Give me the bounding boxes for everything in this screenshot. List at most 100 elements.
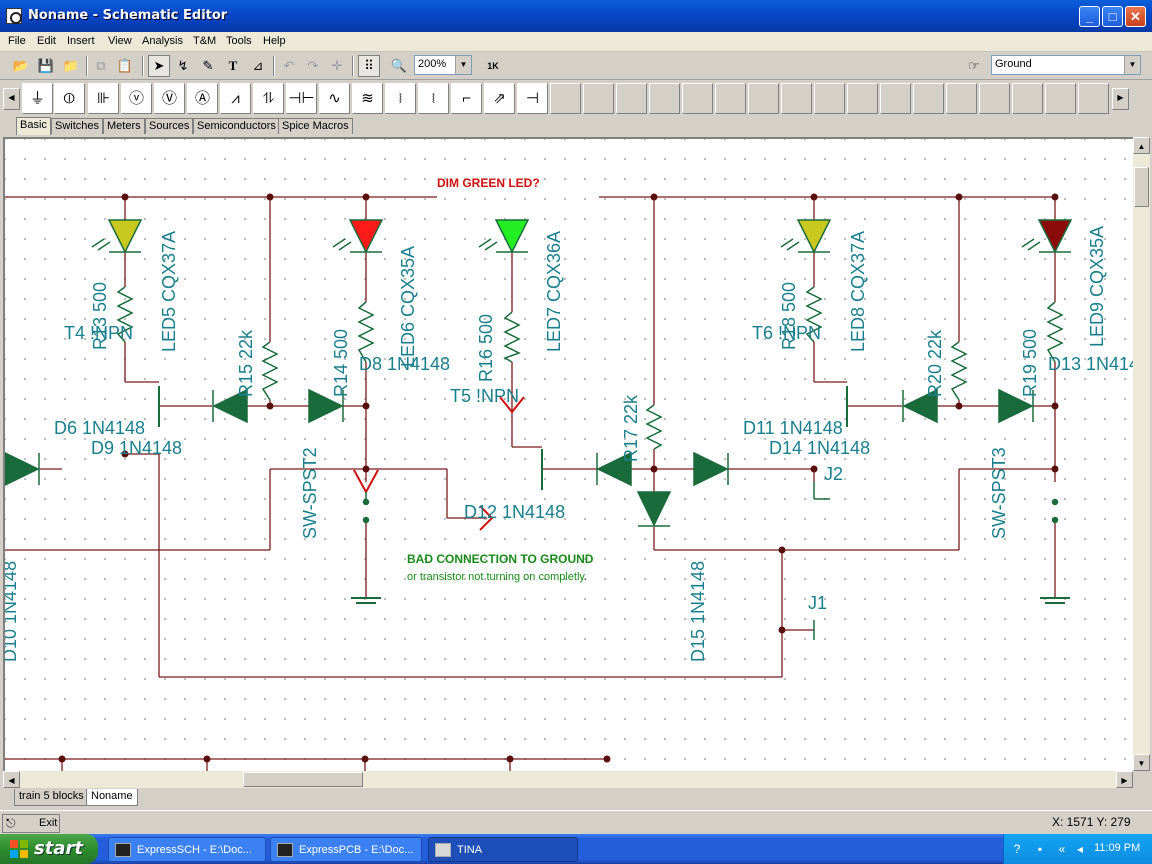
paste-icon[interactable]: 📋 [116,58,134,73]
exit-button[interactable]: ⎋ Exit [2,814,60,833]
label-r19: R19 500 [1020,329,1040,397]
menu-file[interactable]: File [8,35,26,47]
note-not-turning-on: or transistor not turning on completly. [407,571,587,583]
select-arrow-icon[interactable]: ➤ [148,55,170,77]
chevron-down-icon[interactable]: ▼ [1124,56,1140,74]
vertical-scrollbar[interactable]: ▲ ▼ [1133,137,1150,771]
variable-resistor-icon[interactable]: ⇗ [484,83,515,114]
menu-analysis[interactable]: Analysis [142,35,183,47]
tab-sources[interactable]: Sources [145,118,194,134]
expresspcb-icon [277,843,293,857]
menu-tools[interactable]: Tools [226,35,252,47]
system-tray: ? ▪ « ◂ 11:09 PM [1003,834,1152,864]
label-led7: LED7 CQX36A [544,231,564,352]
expand-tray-icon[interactable]: « [1058,842,1066,856]
tab-switches[interactable]: Switches [51,118,104,134]
tab-basic[interactable]: Basic [16,117,51,135]
switch-icon[interactable]: ⌐ [451,83,482,114]
tab-semiconductors[interactable]: Semiconductors [193,118,280,134]
pencil-icon[interactable]: ✎ [202,58,214,73]
note-dim-green: DIM GREEN LED? [437,176,540,190]
redo-icon[interactable]: ↷ [307,58,319,73]
close-button[interactable]: ✕ [1125,6,1146,27]
undo-icon[interactable]: ↶ [283,58,295,73]
copy-icon[interactable]: ⧉ [96,58,106,73]
empty-slot [1078,83,1109,114]
maximize-button[interactable]: □ [1102,6,1123,27]
open-folder-icon[interactable]: 📂 [12,58,30,73]
scroll-down-icon[interactable]: ▼ [1133,754,1150,771]
task-label: ExpressPCB - E:\Doc... [299,844,414,856]
note-bad-connection: BAD CONNECTION TO GROUND [407,552,594,566]
node-pointer-icon[interactable]: ☞ [968,58,980,73]
empty-slot [616,83,647,114]
label-r13: R13 500 [90,282,110,350]
open-file-icon[interactable]: 📁 [62,58,80,73]
zoom-icon[interactable]: 🔍 [390,58,408,73]
horizontal-scroll-thumb[interactable] [243,772,363,787]
component-zoom-icon[interactable]: 1K [487,61,499,71]
transformer2-icon[interactable]: ⧙ [418,83,449,114]
voltmeter-icon[interactable]: ⓥ [121,83,152,114]
label-sw2: SW-SPST2 [300,447,320,539]
vertical-scroll-thumb[interactable] [1134,167,1149,207]
expresssch-icon [115,843,131,857]
inductor-icon[interactable]: ∿ [319,83,350,114]
potentiometer-icon[interactable]: ⥮ [253,83,284,114]
menu-help[interactable]: Help [263,35,286,47]
task-expresspcb[interactable]: ExpressPCB - E:\Doc... [270,837,422,862]
menu-view[interactable]: View [108,35,132,47]
chevron-down-icon[interactable]: ▼ [455,56,471,74]
empty-slot [1045,83,1076,114]
scroll-left-icon[interactable]: ◀ [3,88,20,110]
ammeter-icon[interactable]: Ⓐ [187,83,218,114]
jumper-symbols [813,482,830,640]
tab-spice-macros[interactable]: Spice Macros [278,118,353,134]
voltmeter2-icon[interactable]: Ⓥ [154,83,185,114]
wire-icon[interactable]: ↯ [177,58,189,73]
schematic-canvas[interactable]: DIM GREEN LED? BAD CONNECTION TO GROUND … [3,137,1133,771]
battery-icon[interactable]: ⊪ [88,83,119,114]
capacitor-icon[interactable]: ⊣⊢ [286,83,317,114]
task-tina[interactable]: TINA [428,837,578,862]
label-d13: D13 1N4148 [1048,354,1133,374]
scroll-up-icon[interactable]: ▲ [1133,137,1150,154]
menu-insert[interactable]: Insert [67,35,95,47]
scroll-left-icon[interactable]: ◀ [3,771,20,788]
voltage-source-icon[interactable]: ⦶ [54,83,85,114]
ground-icon[interactable]: ⏚ [22,83,53,114]
grid-icon[interactable]: ⠿ [358,55,380,77]
led8-symbol [796,219,832,254]
menu-edit[interactable]: Edit [37,35,56,47]
tab-meters[interactable]: Meters [103,118,145,134]
task-expresssch[interactable]: ExpressSCH - E:\Doc... [108,837,266,862]
network-tray-icon[interactable]: ▪ [1037,842,1043,856]
coupled-inductor-icon[interactable]: ⧘ [385,83,416,114]
terminal-icon[interactable]: ⊣ [517,83,548,114]
pin-icon[interactable]: ⊿ [252,58,264,73]
help-tray-icon[interactable]: ? [1013,842,1021,856]
tab-train-5-blocks[interactable]: train 5 blocks [14,789,89,806]
text-icon[interactable]: T [228,58,238,73]
node-select[interactable]: Ground ▼ [991,55,1141,75]
resistor-icon[interactable]: ⩘ [220,83,251,114]
volume-tray-icon[interactable]: ◂ [1076,842,1084,856]
scroll-right-icon[interactable]: ▶ [1116,771,1133,788]
minimize-button[interactable]: _ [1079,6,1100,27]
zoom-select[interactable]: 200% ▼ [414,55,472,75]
status-bar: ⎋ Exit X: 1571 Y: 279 [0,810,1152,834]
led-symbols [91,219,1073,254]
empty-slot [847,83,878,114]
schematic-app-icon[interactable] [6,8,22,24]
transformer-icon[interactable]: ≋ [352,83,383,114]
horizontal-scrollbar[interactable]: ◀ ▶ [3,771,1133,788]
scroll-right-icon[interactable]: ▶ [1112,88,1129,110]
start-label: start [34,838,83,859]
menu-tm[interactable]: T&M [193,35,217,47]
tab-noname[interactable]: Noname [86,789,138,806]
save-icon[interactable]: 💾 [37,58,55,73]
start-button[interactable]: start [0,834,98,864]
empty-slot [913,83,944,114]
cross-icon[interactable]: ✛ [331,58,343,73]
sheet-tabs: train 5 blocks Noname [0,789,1152,809]
